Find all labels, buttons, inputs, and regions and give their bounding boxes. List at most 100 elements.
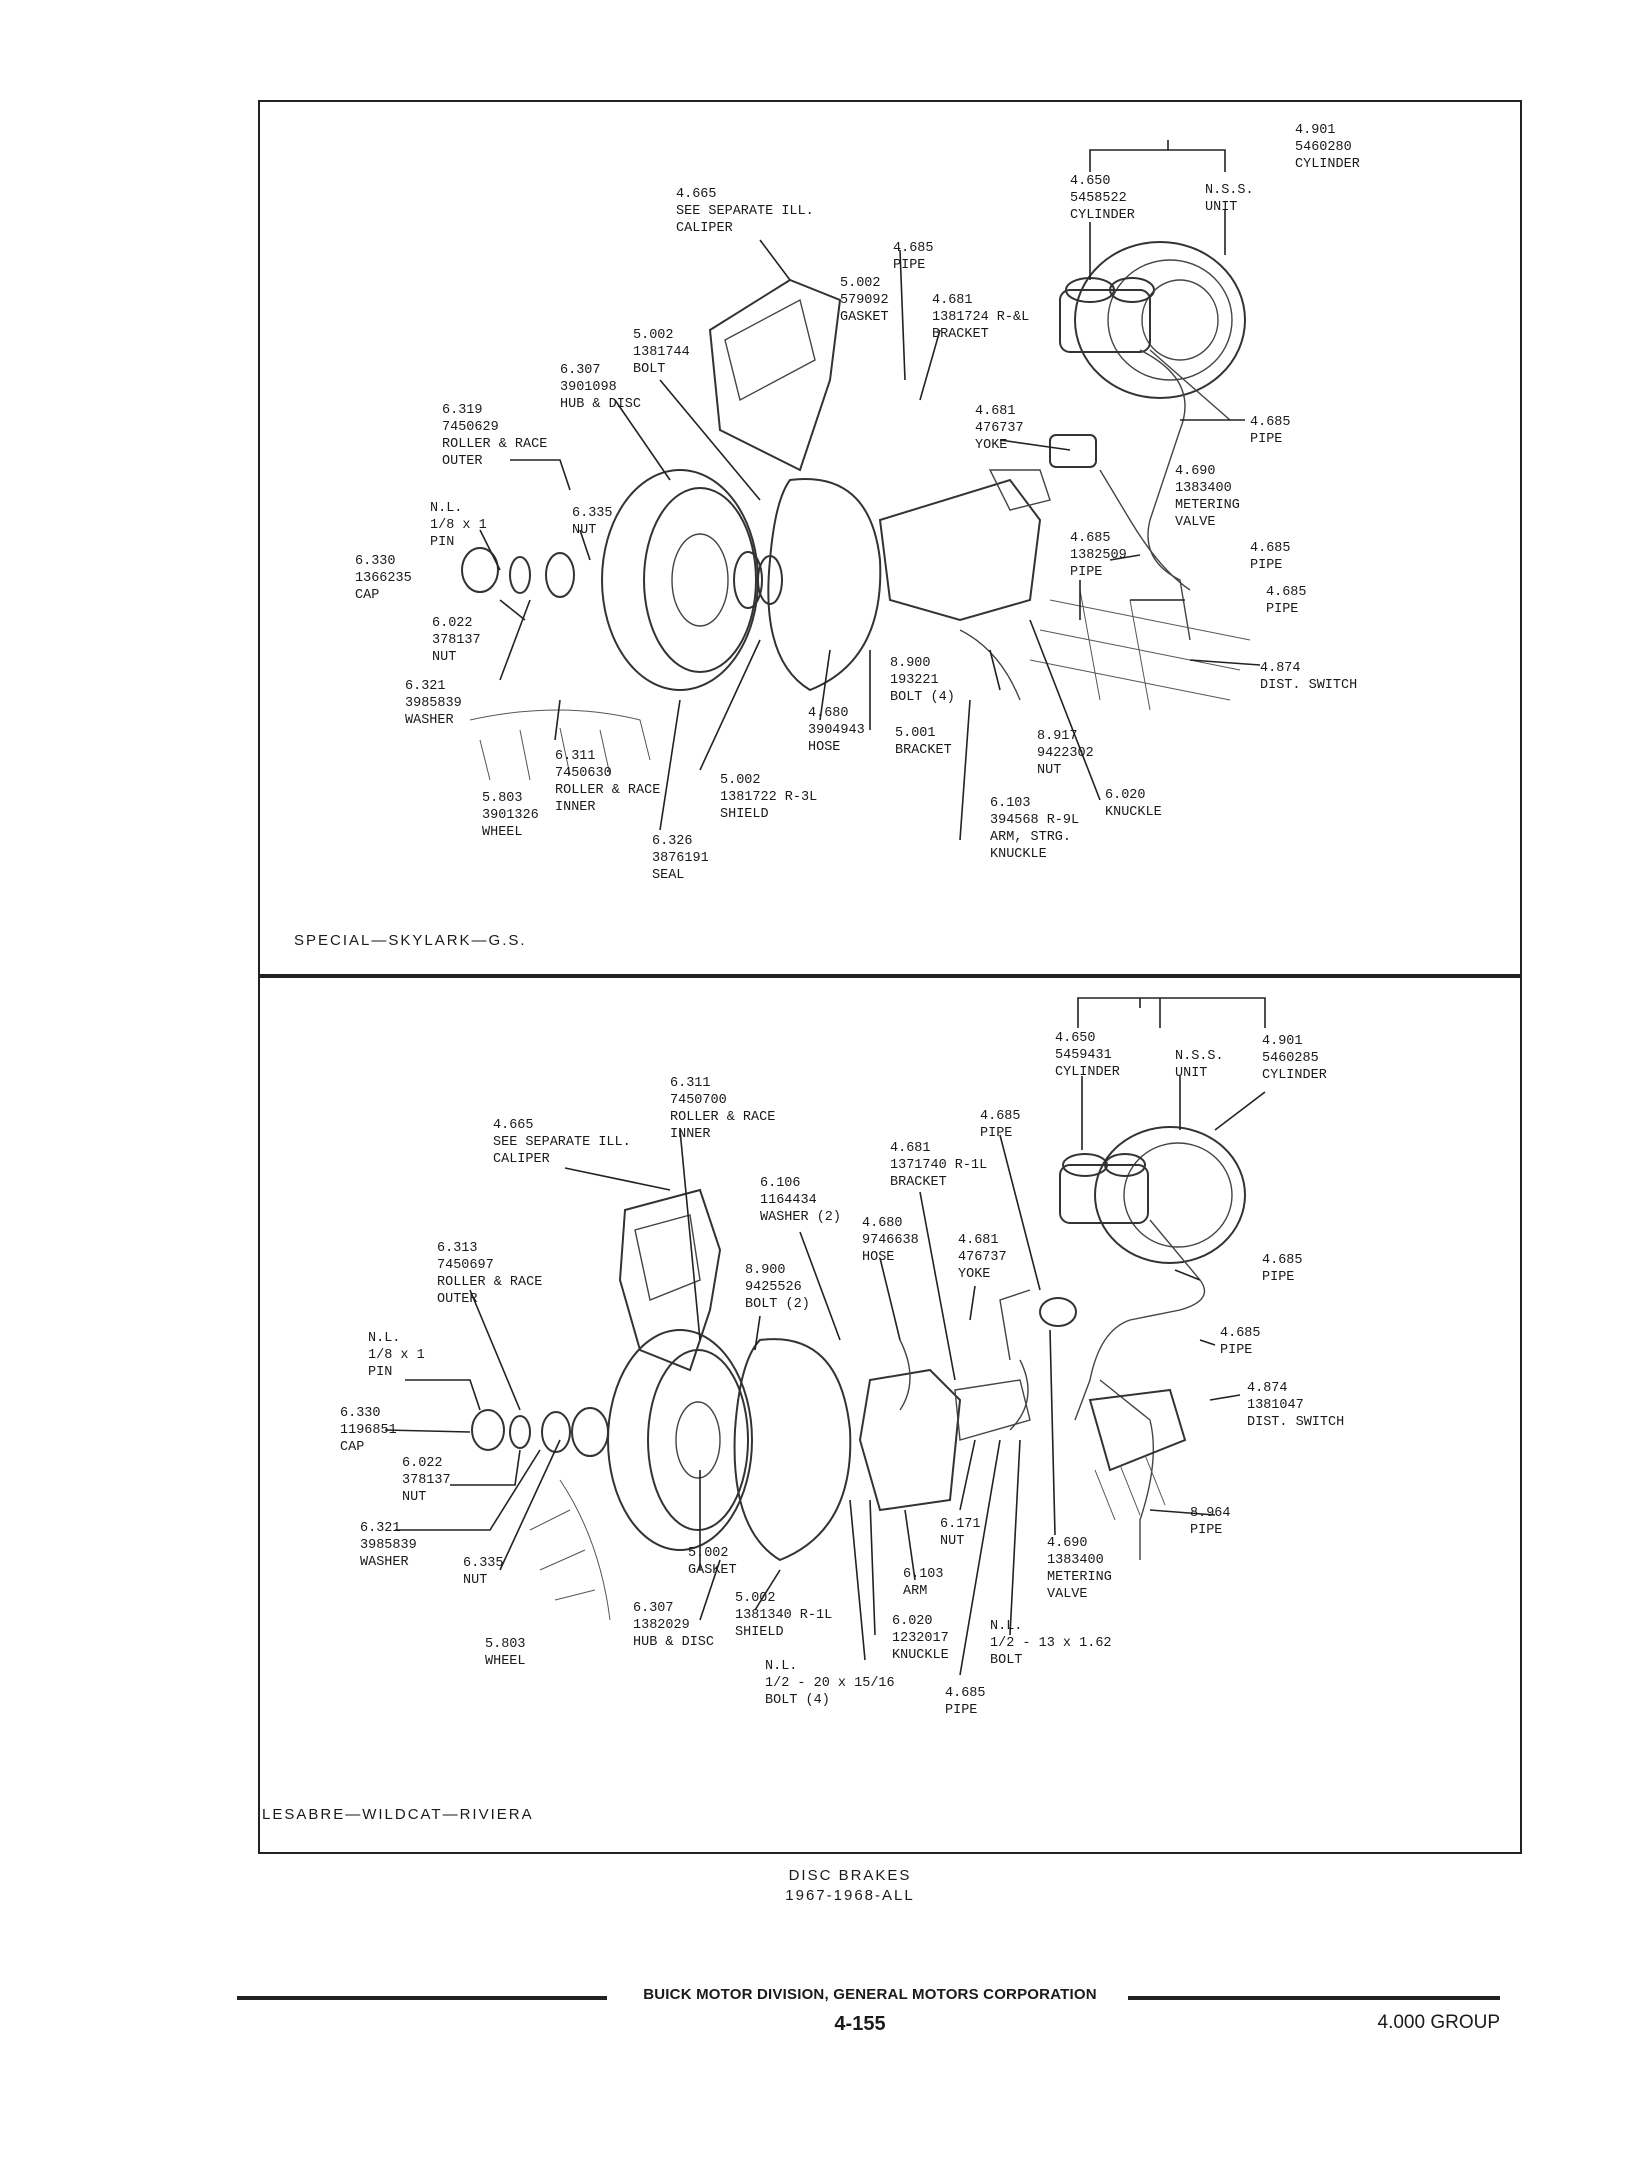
label-line: UNIT	[1175, 1066, 1208, 1081]
label-line: 1381722 R-3L	[720, 790, 818, 805]
footer-group: 4.000 GROUP	[1377, 2012, 1501, 2033]
label-line: KNUCKLE	[1105, 805, 1162, 820]
label-line: 6.106	[760, 1176, 801, 1191]
label-line: 8.917	[1037, 729, 1078, 744]
label-line: 378137	[432, 633, 481, 648]
label-line: NUT	[1037, 763, 1062, 778]
label-line: 3985839	[405, 696, 462, 711]
label-line: 476737	[958, 1250, 1007, 1265]
label-line: HUB & DISC	[633, 1635, 715, 1650]
label-line: 4.685	[893, 241, 934, 256]
label-line: CAP	[355, 588, 380, 603]
label-line: 4.680	[862, 1216, 903, 1231]
label-line: NUT	[463, 1573, 488, 1588]
label-line: BOLT	[990, 1653, 1023, 1668]
bot-label-nss-unit: N.S.S.UNIT	[1175, 1048, 1224, 1082]
label-line: 4.874	[1260, 661, 1301, 676]
label-line: YOKE	[975, 438, 1008, 453]
label-line: 4.690	[1047, 1536, 1088, 1551]
label-line: 6.022	[432, 616, 473, 631]
label-line: CAP	[340, 1440, 365, 1455]
label-line: PIPE	[1262, 1270, 1295, 1285]
label-line: 6.020	[1105, 788, 1146, 803]
label-line: 579092	[840, 293, 889, 308]
label-line: PIPE	[1266, 602, 1299, 617]
label-line: 6.330	[355, 554, 396, 569]
label-line: 5458522	[1070, 191, 1127, 206]
label-line: VALVE	[1047, 1587, 1088, 1602]
label-line: SHIELD	[720, 807, 769, 822]
label-line: BOLT	[633, 362, 666, 377]
label-line: 4.681	[890, 1141, 931, 1156]
label-line: 5.001	[895, 726, 936, 741]
label-line: SEE SEPARATE ILL.	[676, 204, 814, 219]
top-panel-caption: SPECIAL—SKYLARK—G.S.	[294, 932, 527, 949]
label-line: N.L.	[765, 1659, 798, 1674]
label-line: SHIELD	[735, 1625, 784, 1640]
label-line: 5460285	[1262, 1051, 1319, 1066]
label-line: DIST. SWITCH	[1247, 1415, 1345, 1430]
label-line: 5.803	[482, 791, 523, 806]
label-line: YOKE	[958, 1267, 991, 1282]
label-line: 4.680	[808, 706, 849, 721]
label-line: BRACKET	[890, 1175, 947, 1190]
label-line: 4.901	[1295, 123, 1336, 138]
label-line: 6.335	[572, 506, 613, 521]
label-line: NUT	[572, 523, 597, 538]
label-line: 4.665	[676, 187, 717, 202]
label-line: 1371740 R-1L	[890, 1158, 988, 1173]
label-line: 1383400	[1175, 481, 1232, 496]
label-line: CYLINDER	[1070, 208, 1135, 223]
label-line: SEE SEPARATE ILL.	[493, 1135, 631, 1150]
label-line: KNUCKLE	[990, 847, 1047, 862]
label-line: 1164434	[760, 1193, 817, 1208]
label-line: 3904943	[808, 723, 865, 738]
label-line: 1/8 x 1	[368, 1348, 425, 1363]
label-line: UNIT	[1205, 200, 1238, 215]
label-line: 7450700	[670, 1093, 727, 1108]
label-line: OUTER	[442, 454, 483, 469]
label-line: 4.681	[958, 1233, 999, 1248]
label-line: 1196851	[340, 1423, 397, 1438]
top-diagram-frame	[258, 100, 1522, 976]
top-label-nss-unit: N.S.S.UNIT	[1205, 182, 1254, 216]
label-line: METERING	[1047, 1570, 1112, 1585]
label-line: 3985839	[360, 1538, 417, 1553]
label-line: 8.900	[745, 1263, 786, 1278]
label-line: BRACKET	[932, 327, 989, 342]
label-line: 4.685	[980, 1109, 1021, 1124]
label-line: 4.685	[1266, 585, 1307, 600]
label-line: BOLT (2)	[745, 1297, 810, 1312]
